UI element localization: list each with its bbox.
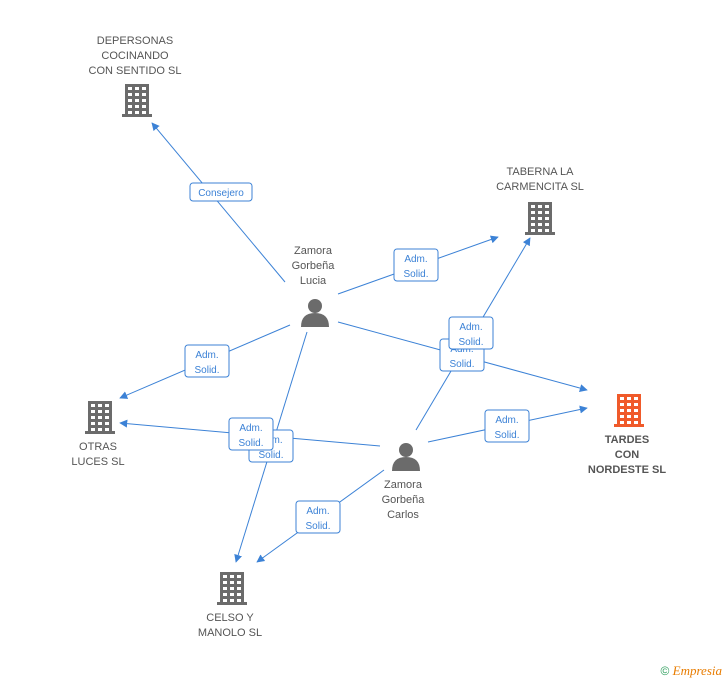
edge-label-text: Solid. bbox=[458, 337, 483, 348]
edge-label-lucia-taberna: Adm. Solid. bbox=[393, 248, 439, 282]
edge-label-box bbox=[228, 417, 274, 451]
node-label-depersonas: COCINANDO bbox=[101, 50, 169, 62]
edge-label-box bbox=[448, 316, 494, 350]
edge-label-text: Solid. bbox=[449, 359, 474, 370]
edge-label-text: Solid. bbox=[258, 450, 283, 461]
building-icon bbox=[122, 84, 152, 117]
nodes-layer: DEPERSONAS COCINANDO CON SENTIDO SL TABERNA… bbox=[71, 35, 666, 639]
edge-label-text: Adm. bbox=[195, 350, 218, 361]
node-label-tardes: CON bbox=[615, 449, 640, 461]
edge-label-lucia-depersonas: Consejero bbox=[189, 182, 253, 202]
node-label-tardes: NORDESTE SL bbox=[588, 464, 667, 476]
footer-brand: © Empresia bbox=[660, 663, 722, 679]
node-label-tardes: TARDES bbox=[605, 434, 649, 446]
edge-label-text: Solid. bbox=[403, 269, 428, 280]
edge-label-text: Solid. bbox=[494, 430, 519, 441]
edge-label-text: Solid. bbox=[194, 365, 219, 376]
edge-label-text: Adm. bbox=[495, 415, 518, 426]
building-icon bbox=[217, 572, 247, 605]
node-label-taberna: TABERNA LA bbox=[506, 166, 574, 178]
edge-label-text: Adm. bbox=[306, 506, 329, 517]
edge-label-carlos-otras: Adm. Solid. bbox=[228, 417, 274, 451]
node-celso[interactable]: CELSO Y MANOLO SL bbox=[198, 572, 262, 639]
edge-label-box bbox=[184, 344, 230, 378]
node-label-otras: OTRAS bbox=[79, 441, 117, 453]
node-label-carlos: Zamora bbox=[384, 479, 423, 491]
edge-label-text: Adm. bbox=[459, 322, 482, 333]
edge-label-text: Solid. bbox=[238, 438, 263, 449]
edge-label-text: Adm. bbox=[404, 254, 427, 265]
edge-lucia-depersonas bbox=[151, 122, 286, 283]
node-label-celso: MANOLO SL bbox=[198, 627, 262, 639]
edge-label-text: Solid. bbox=[305, 521, 330, 532]
node-label-depersonas: CON SENTIDO SL bbox=[89, 65, 182, 77]
building-icon bbox=[85, 401, 115, 434]
empresia-logo[interactable]: Empresia bbox=[672, 663, 722, 678]
node-tardes[interactable]: TARDES CON NORDESTE SL bbox=[588, 394, 667, 476]
node-taberna[interactable]: TABERNA LA CARMENCITA SL bbox=[496, 166, 584, 235]
edge-label-box bbox=[393, 248, 439, 282]
node-otras[interactable]: OTRAS LUCES SL bbox=[71, 401, 125, 468]
edge-label-box bbox=[295, 500, 341, 534]
person-icon bbox=[392, 443, 420, 471]
edge-label-text: Adm. bbox=[239, 423, 262, 434]
edge-label-carlos-taberna: Adm. Solid. bbox=[448, 316, 494, 350]
node-label-lucia: Gorbeña bbox=[292, 260, 336, 272]
edge-label-carlos-tardes: Adm. Solid. bbox=[484, 409, 530, 443]
copyright-symbol: © bbox=[660, 664, 670, 678]
edge-label-lucia-otras: Adm. Solid. bbox=[184, 344, 230, 378]
edge-labels-layer: ConsejeroAdm.Solid.Adm.Solid.Adm.Solid.A… bbox=[184, 182, 530, 534]
edge-label-text: Consejero bbox=[198, 188, 244, 199]
node-depersonas[interactable]: DEPERSONAS COCINANDO CON SENTIDO SL bbox=[89, 35, 182, 117]
node-label-depersonas: DEPERSONAS bbox=[97, 35, 173, 47]
node-label-carlos: Carlos bbox=[387, 509, 419, 521]
node-label-celso: CELSO Y bbox=[206, 612, 254, 624]
node-label-taberna: CARMENCITA SL bbox=[496, 181, 584, 193]
edge-label-box bbox=[484, 409, 530, 443]
edge-label-carlos-celso: Adm. Solid. bbox=[295, 500, 341, 534]
node-label-carlos: Gorbeña bbox=[382, 494, 426, 506]
building-icon bbox=[614, 394, 644, 427]
node-label-lucia: Lucia bbox=[300, 275, 327, 287]
node-label-otras: LUCES SL bbox=[71, 456, 124, 468]
person-icon bbox=[301, 299, 329, 327]
building-icon bbox=[525, 202, 555, 235]
edge-label-box bbox=[189, 182, 253, 202]
node-label-lucia: Zamora bbox=[294, 245, 333, 257]
